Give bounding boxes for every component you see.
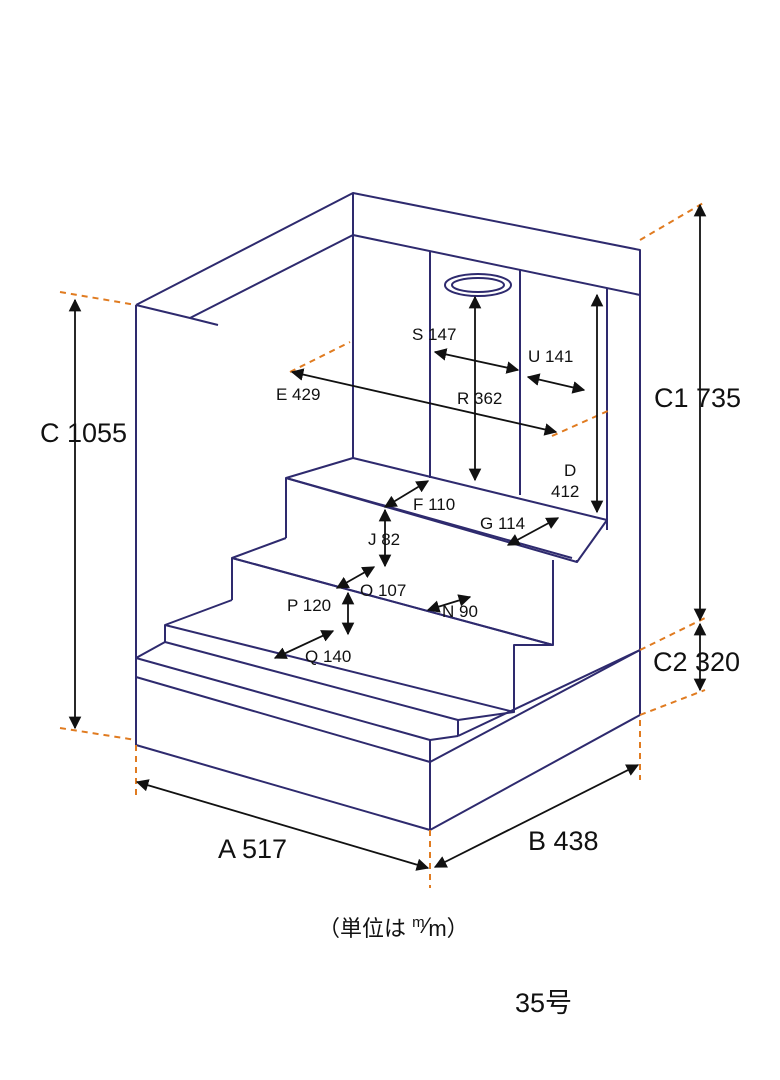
arrow-a (135, 779, 430, 871)
model-number: 35号 (515, 988, 572, 1018)
label-a: A 517 (218, 834, 287, 864)
unit-note: （単位は m⁄m） (318, 913, 469, 941)
label-p: P 120 (287, 596, 331, 615)
arrow-o (335, 566, 376, 589)
label-s: S 147 (412, 325, 456, 344)
unit-denominator: m (428, 916, 446, 941)
dimension-arrows (68, 203, 707, 871)
label-j: J 82 (368, 530, 400, 549)
label-c1: C1 735 (654, 383, 741, 413)
label-b: B 438 (528, 826, 599, 856)
unit-numerator: m (412, 914, 425, 931)
tub-outline (135, 192, 641, 831)
extension-lines (59, 201, 706, 888)
arrow-s (433, 348, 520, 374)
arrow-f (383, 480, 430, 508)
arrow-b (433, 764, 640, 868)
label-d-letter: D (564, 461, 576, 480)
arrow-q (273, 630, 335, 659)
label-e: E 429 (276, 385, 320, 404)
label-u: U 141 (528, 347, 573, 366)
label-c-total: C 1055 (40, 418, 127, 448)
label-o: O 107 (360, 581, 406, 600)
label-f: F 110 (413, 495, 455, 514)
arrow-u (526, 373, 586, 394)
arrow-g (506, 517, 560, 546)
label-r: R 362 (457, 389, 502, 408)
unit-suffix: ） (447, 916, 469, 941)
unit-prefix: （単位は (318, 916, 412, 941)
svg-text:（単位は m⁄m）: （単位は m⁄m） (318, 913, 469, 941)
label-c2: C2 320 (653, 647, 740, 677)
dimension-labels: C 1055 C1 735 C2 320 A 517 B 438 E 429 R… (40, 325, 741, 864)
label-n: N 90 (442, 602, 478, 621)
label-q: Q 140 (305, 647, 351, 666)
arrow-e (290, 368, 558, 436)
arrow-n (426, 594, 472, 613)
label-g: G 114 (480, 514, 525, 533)
label-d-value: 412 (551, 482, 579, 501)
